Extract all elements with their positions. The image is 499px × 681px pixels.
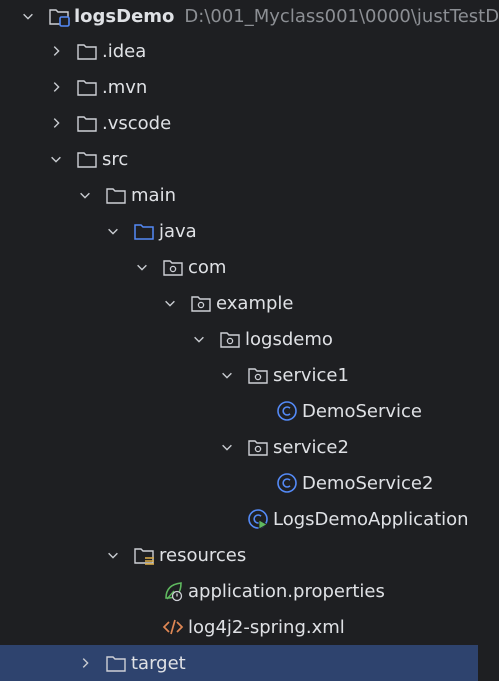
folder-label: main (131, 184, 176, 206)
spring-properties-icon (162, 580, 184, 602)
package-folder-icon (247, 436, 269, 458)
tree-row-idea[interactable]: .idea (0, 33, 478, 69)
tree-row-com[interactable]: com (0, 249, 478, 285)
package-folder-icon (162, 256, 184, 278)
tree-row-main[interactable]: main (0, 177, 478, 213)
tree-row-vscode[interactable]: .vscode (0, 105, 478, 141)
class-label: LogsDemoApplication (273, 508, 469, 530)
chevron-down-icon[interactable] (105, 547, 121, 563)
tree-row-log4j2-spring-xml[interactable]: log4j2-spring.xml (0, 609, 478, 645)
module-folder-icon (48, 5, 70, 27)
module-path: D:\001_Myclass001\0000\justTestD (184, 5, 499, 27)
tree-row-target[interactable]: target (0, 645, 478, 681)
tree-row-logsdemo-module[interactable]: logsDemo D:\001_Myclass001\0000\justTest… (0, 0, 499, 34)
tree-row-demoservice2[interactable]: DemoService2 (0, 465, 478, 501)
package-label: example (216, 292, 294, 314)
folder-label: java (159, 220, 197, 242)
folder-icon (76, 148, 98, 170)
package-label: service2 (273, 436, 349, 458)
spring-boot-app-icon (247, 508, 269, 530)
package-label: logsdemo (245, 328, 333, 350)
package-folder-icon (219, 328, 241, 350)
class-icon (276, 472, 298, 494)
folder-icon (105, 652, 127, 674)
tree-row-example[interactable]: example (0, 285, 478, 321)
chevron-down-icon[interactable] (134, 259, 150, 275)
folder-icon (76, 40, 98, 62)
tree-row-application-properties[interactable]: application.properties (0, 573, 478, 609)
chevron-down-icon[interactable] (48, 151, 64, 167)
tree-row-demoservice[interactable]: DemoService (0, 393, 478, 429)
tree-row-service1[interactable]: service1 (0, 357, 478, 393)
class-icon (276, 400, 298, 422)
folder-label: target (131, 652, 186, 674)
chevron-down-icon[interactable] (162, 295, 178, 311)
folder-icon (105, 184, 127, 206)
chevron-down-icon[interactable] (191, 331, 207, 347)
chevron-down-icon[interactable] (105, 223, 121, 239)
chevron-right-icon[interactable] (48, 115, 64, 131)
source-root-folder-icon (133, 220, 155, 242)
file-label: log4j2-spring.xml (188, 616, 345, 638)
tree-row-logsdemoapplication[interactable]: LogsDemoApplication (0, 501, 478, 537)
folder-label: resources (159, 544, 247, 566)
chevron-down-icon[interactable] (219, 367, 235, 383)
package-folder-icon (247, 364, 269, 386)
package-label: service1 (273, 364, 349, 386)
tree-row-mvn[interactable]: .mvn (0, 69, 478, 105)
module-name: logsDemo (74, 5, 175, 27)
class-label: DemoService (302, 400, 423, 422)
tree-row-service2[interactable]: service2 (0, 429, 478, 465)
chevron-down-icon[interactable] (77, 187, 93, 203)
tree-row-src[interactable]: src (0, 141, 478, 177)
class-label: DemoService2 (302, 472, 434, 494)
package-label: com (188, 256, 227, 278)
chevron-down-icon[interactable] (219, 439, 235, 455)
chevron-down-icon[interactable] (20, 8, 36, 24)
folder-icon (76, 76, 98, 98)
folder-icon (76, 112, 98, 134)
folder-label: .vscode (102, 112, 172, 134)
tree-row-resources[interactable]: resources (0, 537, 478, 573)
folder-label: src (102, 148, 129, 170)
tree-row-logsdemo-package[interactable]: logsdemo (0, 321, 478, 357)
chevron-right-icon[interactable] (48, 43, 64, 59)
chevron-right-icon[interactable] (77, 655, 93, 671)
chevron-right-icon[interactable] (48, 79, 64, 95)
file-label: application.properties (188, 580, 385, 602)
resources-root-folder-icon (133, 544, 155, 566)
folder-label: .idea (102, 40, 147, 62)
xml-file-icon (162, 616, 184, 638)
package-folder-icon (190, 292, 212, 314)
tree-row-java[interactable]: java (0, 213, 478, 249)
folder-label: .mvn (102, 76, 148, 98)
